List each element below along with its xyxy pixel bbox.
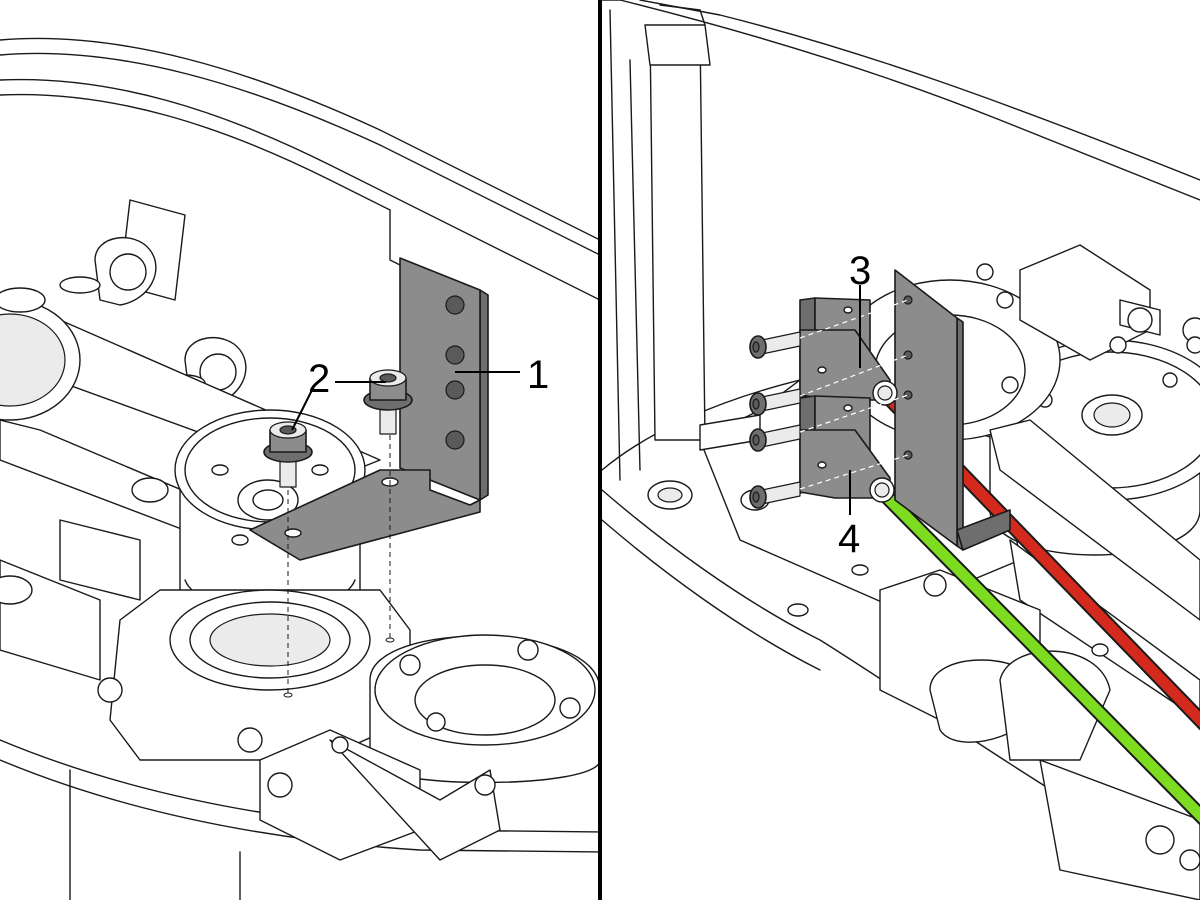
callout-4: 4 bbox=[838, 470, 860, 561]
left-panel: 1 2 bbox=[0, 37, 598, 900]
alignment-lines-left bbox=[283, 435, 395, 698]
tower-post bbox=[644, 4, 711, 441]
housing-shell bbox=[0, 37, 598, 900]
screws-right bbox=[749, 299, 909, 509]
motor-box bbox=[1019, 244, 1200, 361]
lower-left-block bbox=[0, 477, 169, 681]
rod-holder-part-4 bbox=[799, 395, 895, 503]
lower-mechanism bbox=[259, 729, 501, 861]
bearing-base bbox=[97, 589, 411, 761]
screws-part-2 bbox=[263, 369, 413, 488]
right-panel: 3 4 bbox=[602, 0, 1200, 900]
lower-mechanism-right bbox=[879, 569, 1200, 900]
bracket-part-1 bbox=[249, 257, 489, 561]
callout-2: 2 bbox=[291, 357, 386, 431]
housing-shell-right bbox=[602, 0, 1200, 881]
callout-1: 1 bbox=[455, 353, 549, 397]
panel-divider bbox=[598, 0, 602, 900]
callout-3: 3 bbox=[849, 249, 871, 368]
left-pulley bbox=[0, 287, 81, 421]
callout-4-label: 4 bbox=[838, 517, 860, 561]
callout-3-label: 3 bbox=[849, 249, 871, 293]
callout-1-label: 1 bbox=[527, 353, 549, 397]
callout-2-label: 2 bbox=[308, 357, 330, 401]
rod-holder-part-3 bbox=[799, 297, 898, 406]
ring-flange bbox=[369, 634, 598, 784]
mounting-plate bbox=[894, 269, 1011, 551]
